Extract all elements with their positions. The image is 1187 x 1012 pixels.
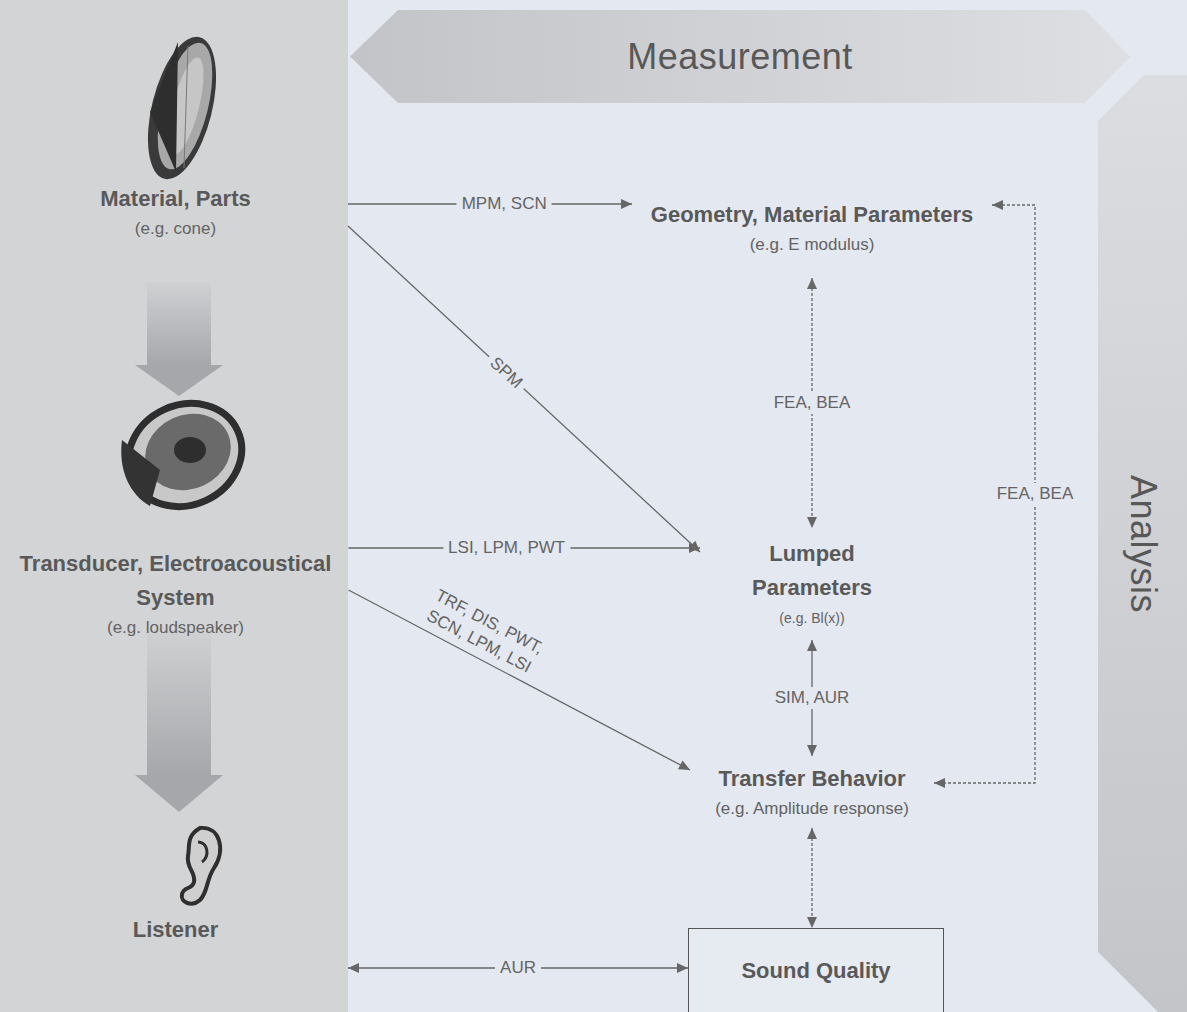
result-node: Geometry, Material Parameters(e.g. E mod…: [632, 178, 992, 278]
connector-line: [349, 590, 691, 770]
edge-label: MPM, SCN: [457, 193, 552, 215]
arrow-head: [689, 541, 700, 552]
edge-label: FEA, BEA: [992, 483, 1079, 505]
arrow-head: [678, 760, 690, 770]
speaker-cap: [174, 437, 206, 463]
arrow-head: [807, 917, 817, 928]
node-subtitle: (e.g. Bl(x)): [779, 605, 844, 631]
edge-label: AUR: [495, 957, 541, 979]
edge-label: LSI, LPM, PWT: [443, 537, 570, 559]
arrow-shaft: [147, 630, 211, 776]
arrow-head: [992, 200, 1003, 210]
cone-illustration: [135, 30, 229, 186]
flow-arrow: [135, 282, 223, 396]
band-arrow-fill: [350, 10, 1130, 103]
arrow-head: [348, 963, 359, 973]
node-subtitle: (e.g. cone): [135, 216, 216, 242]
ear-illustration: [182, 828, 220, 904]
arrow-head: [807, 278, 817, 289]
object-label: Listener: [3, 905, 348, 985]
object-label: Material, Parts(e.g. cone): [3, 174, 348, 250]
cone-seam: [184, 46, 188, 168]
node-title: Lumped Parameters: [737, 537, 887, 605]
cone-rim: [135, 30, 229, 186]
speaker-frame: [111, 385, 258, 525]
loudspeaker-illustration: [111, 385, 258, 525]
node-title: Transfer Behavior: [718, 762, 905, 796]
process-box: Sound Quality: [688, 928, 944, 1012]
node-title: Measurement: [627, 37, 853, 77]
connector-line: [811, 828, 812, 928]
measurement-band: Measurement: [350, 10, 1130, 103]
node-subtitle: (e.g. Amplitude response): [715, 796, 909, 822]
arrow-head: [934, 778, 945, 788]
cone-surface: [147, 37, 223, 174]
ear-outline: [182, 828, 220, 904]
arrow-head: [807, 745, 817, 756]
connector: [807, 828, 817, 928]
arrow-head: [689, 543, 700, 553]
arrow-head: [677, 963, 688, 973]
node-subtitle: (e.g. E modulus): [750, 232, 875, 258]
ear-fold: [198, 842, 207, 862]
band-arrow-fill: [1098, 75, 1187, 1012]
object-label: Transducer, Electroacoustical System(e.g…: [3, 540, 349, 648]
node-title: Listener: [133, 913, 219, 947]
node-title: Analysis: [1123, 474, 1163, 612]
arrow-shaft: [147, 282, 211, 366]
speaker-magnet: [121, 440, 160, 506]
node-title: Material, Parts: [100, 182, 250, 216]
arrow-head: [621, 199, 632, 209]
connector: [348, 226, 700, 552]
flow-arrow: [135, 630, 223, 812]
node-title: Sound Quality: [741, 954, 890, 988]
result-node: Transfer Behavior(e.g. Amplitude respons…: [690, 756, 934, 828]
cone-side: [150, 42, 178, 172]
analysis-band: Analysis: [1098, 75, 1187, 1012]
node-subtitle: (e.g. loudspeaker): [107, 615, 244, 641]
connector: [349, 590, 691, 770]
result-node: Lumped Parameters(e.g. Bl(x)): [700, 528, 924, 640]
node-title: Transducer, Electroacoustical System: [8, 547, 344, 615]
arrow-head: [135, 365, 223, 396]
connector-line: [348, 226, 700, 552]
edge-label: FEA, BEA: [769, 392, 856, 414]
arrow-head: [807, 640, 817, 651]
edge-label: SIM, AUR: [770, 687, 855, 709]
arrow-head: [135, 775, 223, 812]
arrow-head: [807, 517, 817, 528]
arrow-head: [807, 828, 817, 839]
node-title: Geometry, Material Parameters: [651, 198, 973, 232]
